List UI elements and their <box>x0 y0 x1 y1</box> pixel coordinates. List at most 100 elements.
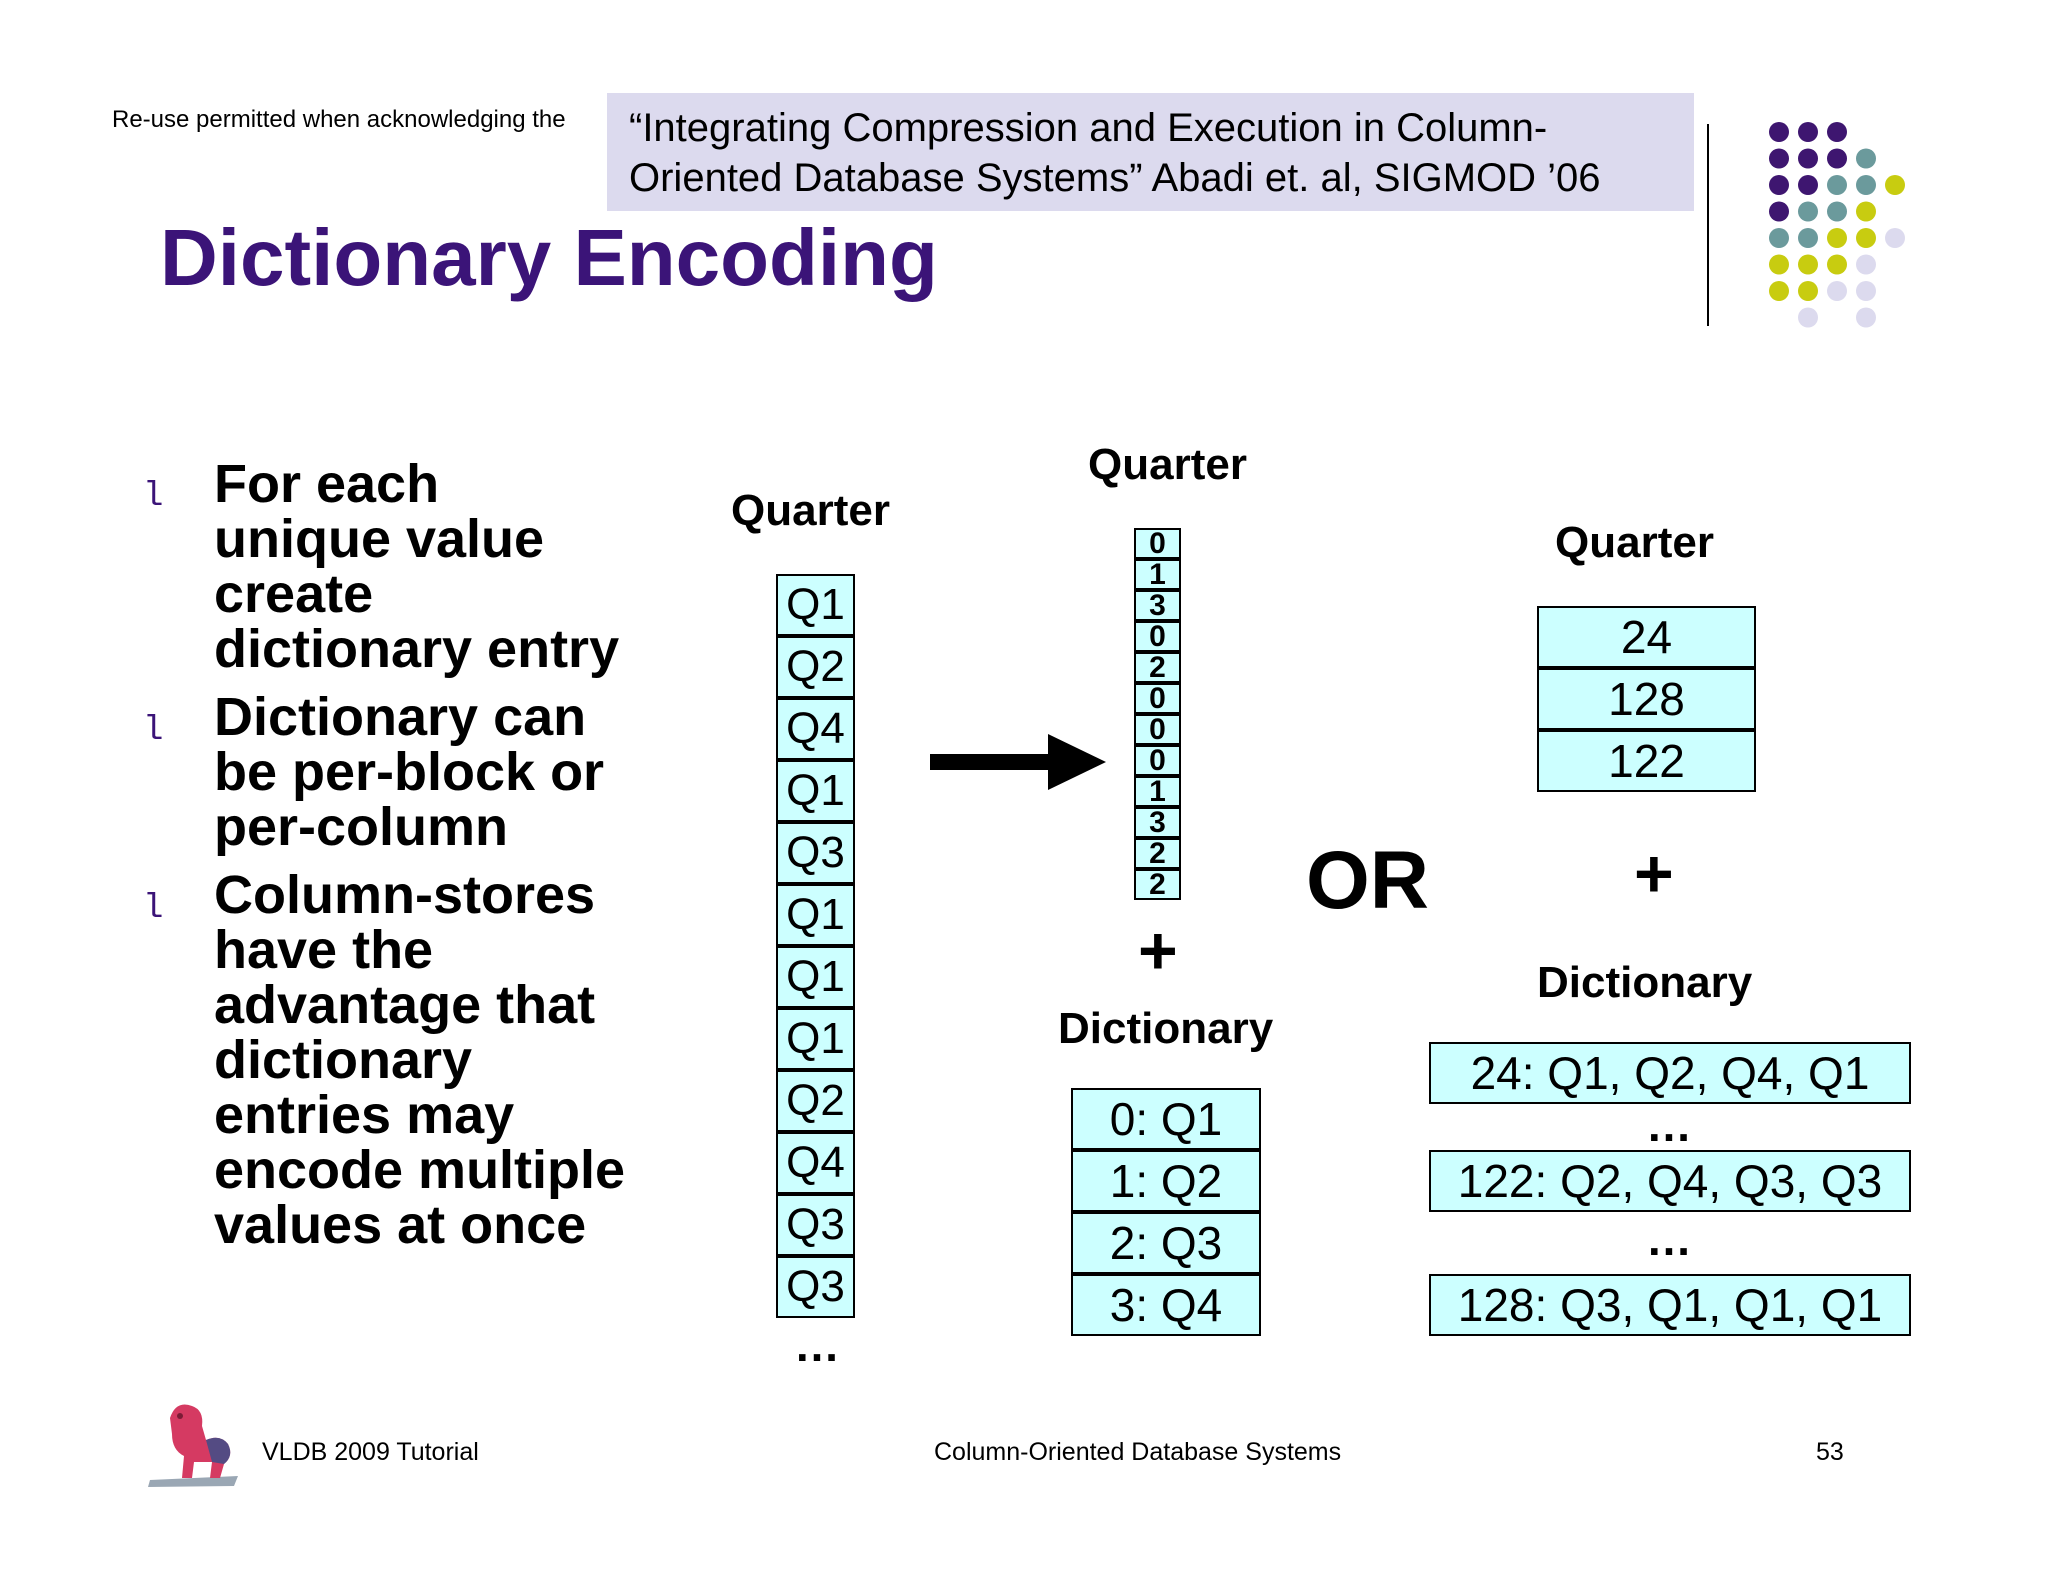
original-value-cell: Q1 <box>776 574 855 636</box>
bullet-1-line: unique value <box>214 509 545 569</box>
original-ellipsis: … <box>794 1319 840 1371</box>
code-cell: 0 <box>1134 744 1181 777</box>
right-arrow-icon <box>930 734 1106 790</box>
bullet-1-line: create <box>214 564 374 624</box>
multi-ellipsis: … <box>1646 1213 1692 1265</box>
footer-center: Column-Oriented Database Systems <box>934 1438 1342 1466</box>
code-cell: 3 <box>1134 589 1181 622</box>
multi-code-cell: 122 <box>1537 730 1756 792</box>
page-number: 53 <box>1816 1438 1844 1466</box>
original-value-cell: Q1 <box>776 760 855 822</box>
decorative-dot <box>1856 307 1876 328</box>
bullet-3-line: dictionary <box>214 1030 473 1090</box>
decorative-dot <box>1827 122 1847 142</box>
citation-line-1: “Integrating Compression and Execution i… <box>629 106 1548 150</box>
bullet-3-line: advantage that <box>214 975 596 1035</box>
decorative-dot <box>1769 254 1789 275</box>
decorative-dot <box>1798 281 1818 301</box>
code-cell: 1 <box>1134 775 1181 808</box>
decorative-dot <box>1769 175 1789 195</box>
decorative-dot <box>1827 201 1847 222</box>
decorative-dot <box>1769 148 1789 169</box>
decorative-dot <box>1856 175 1876 195</box>
lion-logo-icon <box>148 1404 238 1487</box>
multi-ellipsis: … <box>1646 1099 1692 1151</box>
footer-left: VLDB 2009 Tutorial <box>262 1438 479 1466</box>
reuse-note: Re-use permitted when acknowledging the <box>112 106 566 133</box>
multi-code-cell: 128 <box>1537 668 1756 730</box>
decorative-dot <box>1827 228 1847 248</box>
decorative-dot <box>1798 175 1818 195</box>
plus-sign: + <box>1138 913 1178 989</box>
decorative-dot <box>1798 122 1818 142</box>
decorative-dot <box>1827 148 1847 169</box>
or-label: OR <box>1306 835 1429 926</box>
multi-code-cell: 24 <box>1537 606 1756 668</box>
decorative-dot <box>1885 228 1905 248</box>
header-divider <box>1707 124 1709 326</box>
citation-box: “Integrating Compression and Execution i… <box>607 93 1694 211</box>
encoded-column-header: Quarter <box>1088 440 1247 489</box>
bullet-1-line: dictionary entry <box>214 619 620 679</box>
decorative-dot <box>1827 254 1847 275</box>
original-value-cell: Q2 <box>776 1070 855 1132</box>
decorative-dot <box>1885 175 1905 195</box>
bullet-3-line: have the <box>214 920 434 980</box>
code-cell: 2 <box>1134 868 1181 901</box>
bullet-3-line: encode multiple <box>214 1140 626 1200</box>
bullet-1-line: For each <box>214 454 440 514</box>
bullet-marker-3: l <box>143 890 164 928</box>
decorative-dot <box>1798 201 1818 222</box>
decorative-dots <box>1769 122 1905 328</box>
original-value-cell: Q3 <box>776 822 855 884</box>
decorative-dot <box>1769 281 1789 301</box>
original-value-cell: Q1 <box>776 946 855 1008</box>
bullet-2-line: be per-block or <box>214 742 605 802</box>
decorative-dot <box>1769 228 1789 248</box>
plus-sign: + <box>1634 836 1674 912</box>
decorative-dot <box>1856 148 1876 169</box>
decorative-dot <box>1827 281 1847 301</box>
decorative-dot <box>1769 122 1789 142</box>
bullet-1: For each unique value create dictionary … <box>214 457 674 677</box>
code-cell: 0 <box>1134 682 1181 715</box>
bullet-2-line: Dictionary can <box>214 687 587 747</box>
dictionary-entry: 0: Q1 <box>1071 1088 1261 1150</box>
decorative-dot <box>1769 201 1789 222</box>
multi-dictionary-entry: 122: Q2, Q4, Q3, Q3 <box>1429 1150 1911 1212</box>
multi-dictionary-entry: 128: Q3, Q1, Q1, Q1 <box>1429 1274 1911 1336</box>
decorative-dot <box>1856 201 1876 222</box>
dictionary-entry: 2: Q3 <box>1071 1212 1261 1274</box>
original-value-cell: Q3 <box>776 1194 855 1256</box>
bullet-3-line: Column-stores <box>214 865 596 925</box>
original-value-cell: Q4 <box>776 698 855 760</box>
decorative-dot <box>1856 281 1876 301</box>
bullet-3: Column-stores have the advantage that di… <box>214 868 674 1253</box>
original-value-cell: Q1 <box>776 884 855 946</box>
dictionary-entry: 3: Q4 <box>1071 1274 1261 1336</box>
dots-group <box>1769 122 1905 328</box>
original-value-cell: Q4 <box>776 1132 855 1194</box>
original-value-cell: Q2 <box>776 636 855 698</box>
decorative-dot <box>1856 254 1876 275</box>
bullet-marker-2: l <box>143 712 164 750</box>
bullet-3-line: entries may <box>214 1085 515 1145</box>
dictionary-entry: 1: Q2 <box>1071 1150 1261 1212</box>
decorative-dot <box>1856 228 1876 248</box>
dictionary-header: Dictionary <box>1058 1004 1274 1053</box>
code-cell: 2 <box>1134 837 1181 870</box>
citation-line-2: Oriented Database Systems” Abadi et. al,… <box>629 156 1601 200</box>
bullet-2-line: per-column <box>214 797 509 857</box>
code-cell: 3 <box>1134 806 1181 839</box>
decorative-dot <box>1798 254 1818 275</box>
original-value-cell: Q1 <box>776 1008 855 1070</box>
original-value-cell: Q3 <box>776 1256 855 1318</box>
multi-column-header: Quarter <box>1555 518 1714 567</box>
decorative-dot <box>1798 307 1818 328</box>
multi-dictionary-header: Dictionary <box>1537 958 1753 1007</box>
original-column-header: Quarter <box>731 486 890 535</box>
decorative-dot <box>1798 228 1818 248</box>
page-title: Dictionary Encoding <box>160 213 938 302</box>
bullet-2: Dictionary can be per-block or per-colum… <box>214 690 674 855</box>
code-cell: 0 <box>1134 527 1181 560</box>
